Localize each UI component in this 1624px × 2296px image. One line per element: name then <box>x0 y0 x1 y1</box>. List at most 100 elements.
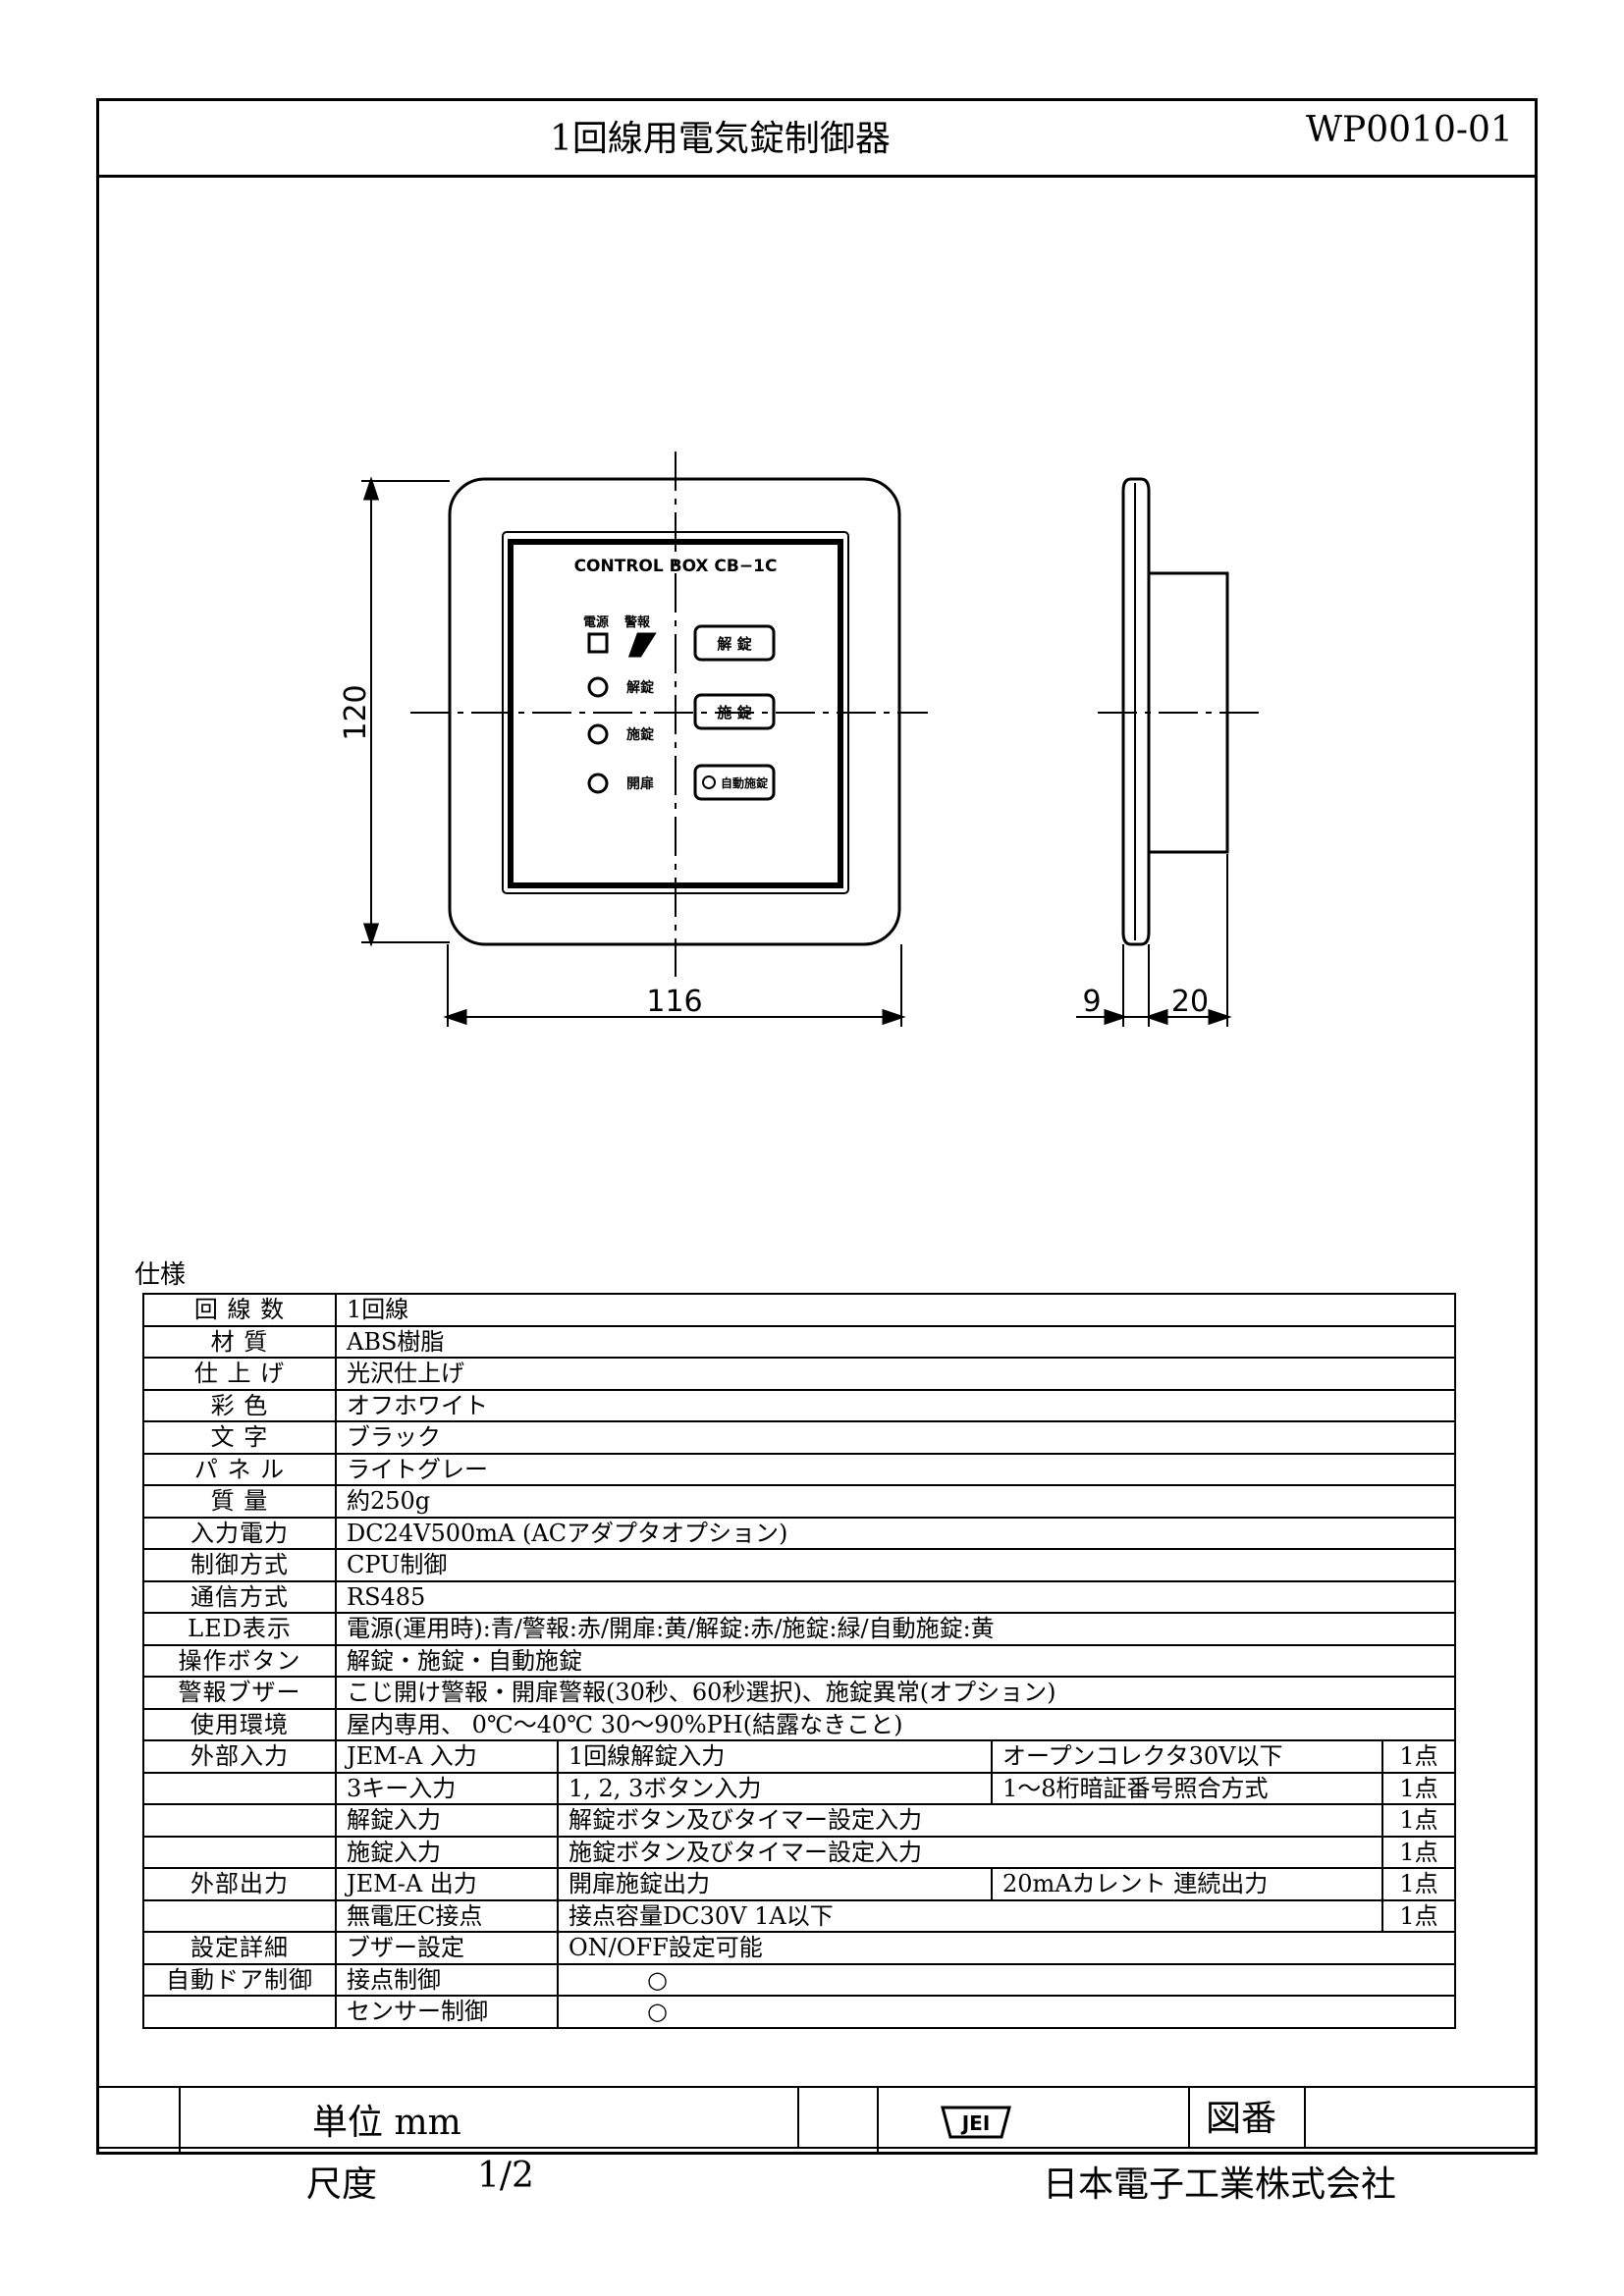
spec-value: 1回線 <box>334 1293 1457 1327</box>
unlock-button-label: 解 錠 <box>717 635 751 653</box>
spec-label: 質 量 <box>142 1484 337 1519</box>
io-count: 1点 <box>1380 1867 1457 1901</box>
setting-row: 自動ドア制御接点制御○ <box>142 1962 1457 1997</box>
io-type: 解錠入力 <box>335 1803 559 1838</box>
panel-label: CONTROL BOX CB−1C <box>574 557 778 576</box>
document-number: WP0010-01 <box>1306 110 1513 150</box>
io-type: 施錠入力 <box>335 1835 559 1869</box>
spec-value: 屋内専用、 0℃〜40℃ 30〜90%PH(結露なきこと) <box>334 1707 1457 1741</box>
io-category <box>142 1898 337 1933</box>
spec-value: オフホワイト <box>334 1388 1457 1422</box>
tb-col-2 <box>797 2086 799 2149</box>
setting-category: 設定詳細 <box>142 1931 337 1965</box>
lock-button <box>693 693 776 730</box>
io-description: 施錠ボタン及びタイマー設定入力 <box>557 1835 1383 1869</box>
io-category <box>142 1803 337 1838</box>
spec-label: 制御方式 <box>142 1548 337 1582</box>
io-detail: 1〜8桁暗証番号照合方式 <box>991 1771 1383 1805</box>
spec-label: LED表示 <box>142 1612 337 1646</box>
company-logo-icon: JEI <box>941 2106 1011 2139</box>
io-category <box>142 1771 337 1805</box>
scale-value: 1/2 <box>477 2156 534 2196</box>
setting-item: ブザー設定 <box>335 1931 559 1965</box>
lock-led-label: 施錠 <box>626 726 655 743</box>
spec-label: 材 質 <box>142 1324 337 1359</box>
door-open-led <box>587 773 609 794</box>
power-led-label: 電源 <box>583 614 609 630</box>
spec-value: ライトグレー <box>334 1452 1457 1486</box>
spec-label: 入力電力 <box>142 1516 337 1550</box>
io-count: 1点 <box>1380 1898 1457 1933</box>
io-type: JEM-A 出力 <box>335 1867 559 1901</box>
io-type: 無電圧C接点 <box>335 1898 559 1933</box>
spec-label: 操作ボタン <box>142 1643 337 1678</box>
io-description: 1回線解錠入力 <box>557 1739 993 1774</box>
body-depth-dimension: 20 <box>1171 985 1209 1019</box>
spec-value: 約250g <box>334 1484 1457 1519</box>
company-name: 日本電子工業株式会社 <box>1043 2164 1397 2205</box>
setting-value: ON/OFF設定可能 <box>556 1931 1457 1965</box>
io-count: 1点 <box>1380 1771 1457 1805</box>
tb-col-3 <box>877 2086 879 2155</box>
spec-label: 使用環境 <box>142 1707 337 1741</box>
spec-value: 電源(運用時):青/警報:赤/開扉:黄/解錠:赤/施錠:緑/自動施錠:黄 <box>334 1612 1457 1646</box>
io-detail: 20mAカレント 連続出力 <box>991 1867 1383 1901</box>
tb-col-4 <box>1188 2086 1190 2149</box>
spec-row: 仕 上 げ光沢仕上げ <box>142 1357 1457 1391</box>
tb-col-1 <box>179 2086 181 2155</box>
io-description: 開扉施錠出力 <box>557 1867 993 1901</box>
spec-row: 使用環境屋内専用、 0℃〜40℃ 30〜90%PH(結露なきこと) <box>142 1707 1457 1741</box>
spec-value: 解錠・施錠・自動施錠 <box>334 1643 1457 1678</box>
spec-label: 通信方式 <box>142 1579 337 1614</box>
svg-text:JEI: JEI <box>960 2111 991 2135</box>
technical-drawing: CONTROL BOX CB−1C 電源 警報 解錠 施錠 開扉 解 錠 施 錠… <box>339 452 1267 1027</box>
unlock-led-label: 解錠 <box>626 679 655 696</box>
spec-value: CPU制御 <box>334 1548 1457 1582</box>
spec-value: 光沢仕上げ <box>334 1357 1457 1391</box>
io-type: 3キー入力 <box>335 1771 559 1805</box>
lock-led <box>587 723 609 745</box>
io-count: 1点 <box>1380 1739 1457 1774</box>
height-dimension: 120 <box>339 684 373 740</box>
io-count: 1点 <box>1380 1803 1457 1838</box>
spec-value: ブラック <box>334 1420 1457 1455</box>
width-dimension: 116 <box>646 985 702 1019</box>
spec-row: 操作ボタン解錠・施錠・自動施錠 <box>142 1643 1457 1678</box>
setting-item: センサー制御 <box>335 1995 559 2029</box>
unit-label: 単位 mm <box>312 2103 461 2143</box>
setting-item: 接点制御 <box>335 1962 559 1997</box>
io-description: 接点容量DC30V 1A以下 <box>557 1898 1383 1933</box>
spec-caption: 仕様 <box>135 1260 187 1290</box>
spec-row: 質 量約250g <box>142 1484 1457 1519</box>
spec-label: 彩 色 <box>142 1388 337 1422</box>
setting-value: ○ <box>556 1995 1457 2029</box>
title-block-top <box>96 2086 1538 2149</box>
spec-label: 文 字 <box>142 1420 337 1455</box>
spec-label: 仕 上 げ <box>142 1357 337 1391</box>
setting-value: ○ <box>556 1962 1457 1997</box>
lock-button-label: 施 錠 <box>717 704 751 721</box>
spec-value: DC24V500mA (ACアダプタオプション) <box>334 1516 1457 1550</box>
spec-row: パ ネ ルライトグレー <box>142 1452 1457 1486</box>
door-open-led-label: 開扉 <box>626 775 654 792</box>
io-count: 1点 <box>1380 1835 1457 1869</box>
spec-label: 回 線 数 <box>142 1293 337 1327</box>
io-category <box>142 1835 337 1869</box>
auto-lock-button-label: 自動施錠 <box>721 775 768 790</box>
setting-category: 自動ドア制御 <box>142 1962 337 1997</box>
spec-row: 彩 色オフホワイト <box>142 1388 1457 1422</box>
panel-depth-dimension: 9 <box>1082 985 1101 1019</box>
power-led <box>587 632 609 654</box>
io-description: 1, 2, 3ボタン入力 <box>557 1771 993 1805</box>
io-description: 解錠ボタン及びタイマー設定入力 <box>557 1803 1383 1838</box>
